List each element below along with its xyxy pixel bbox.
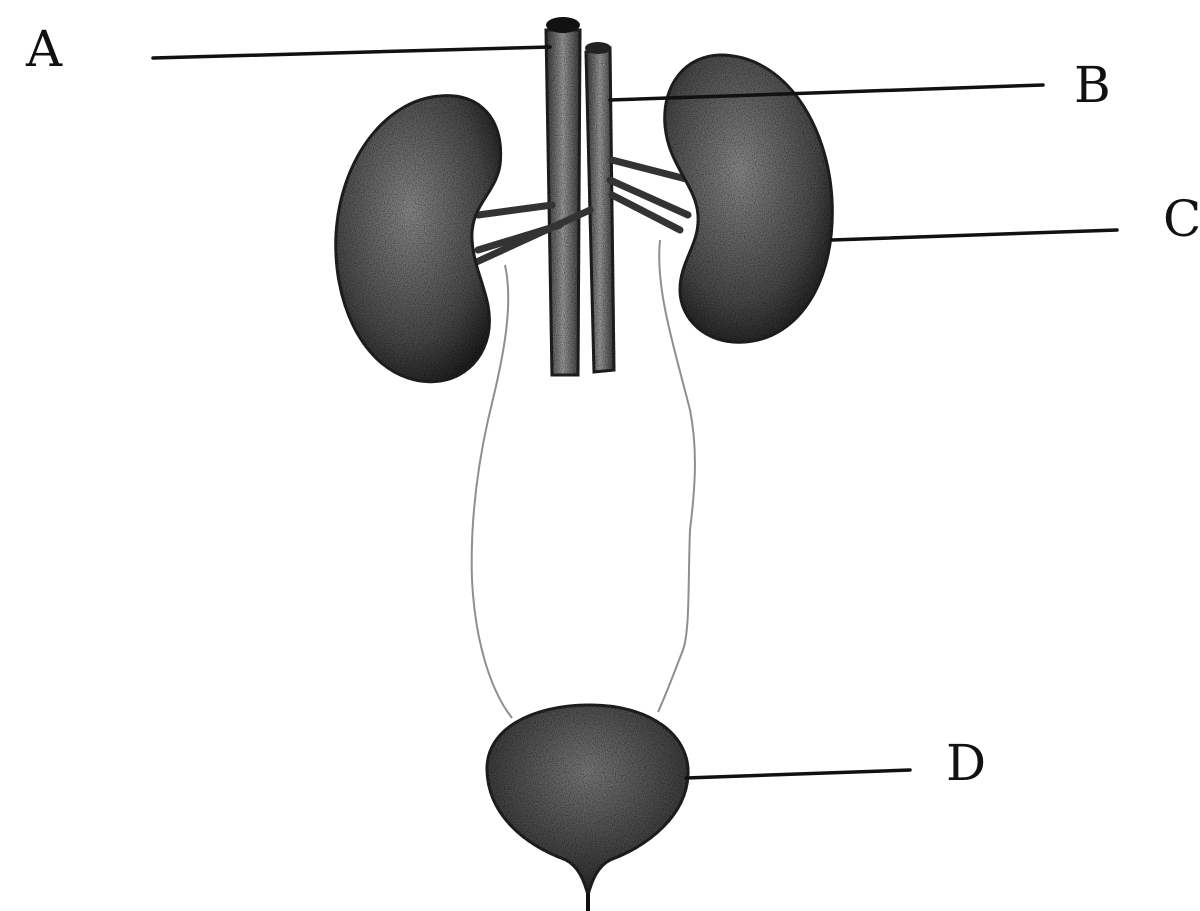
ureters bbox=[472, 240, 695, 718]
left-kidney bbox=[336, 96, 501, 382]
leader-line-c bbox=[832, 230, 1117, 240]
label-c: C bbox=[1163, 190, 1200, 248]
label-d: D bbox=[946, 734, 986, 792]
leader-line-d bbox=[686, 770, 910, 778]
leader-line-a bbox=[153, 47, 550, 58]
label-a: A bbox=[25, 20, 63, 78]
bladder bbox=[487, 705, 688, 911]
aorta-opening bbox=[546, 17, 580, 33]
label-b: B bbox=[1074, 56, 1111, 114]
vena-cava-opening bbox=[585, 42, 611, 54]
aorta bbox=[546, 17, 580, 375]
